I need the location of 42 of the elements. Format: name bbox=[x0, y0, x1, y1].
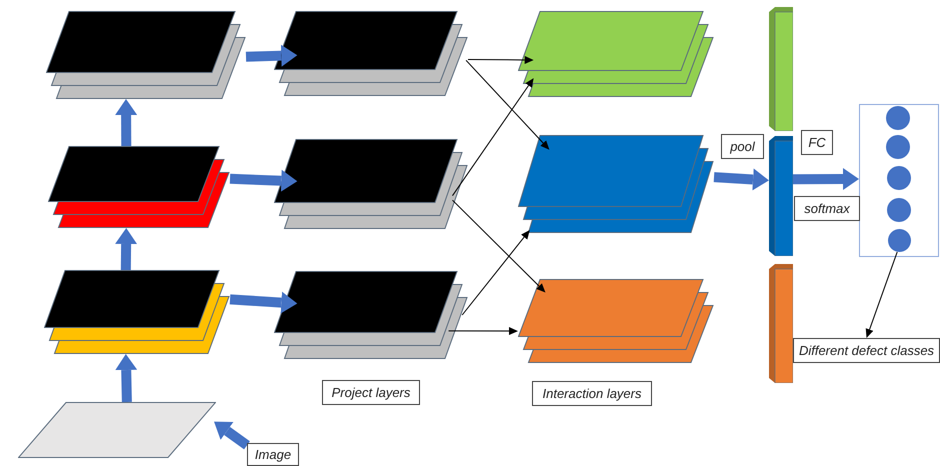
output-neuron bbox=[886, 135, 910, 159]
arrow bbox=[448, 327, 518, 336]
feature-map-stack bbox=[518, 279, 714, 363]
feature-map-stack bbox=[274, 11, 468, 96]
feature-map-stack bbox=[46, 11, 246, 99]
feature-vector-bar bbox=[769, 136, 793, 256]
boxed-label: Different defect classes bbox=[793, 338, 940, 363]
feature-vector-bar bbox=[769, 264, 793, 383]
boxed-label: Interaction layers bbox=[532, 381, 652, 406]
input-image-plane bbox=[18, 402, 216, 458]
output-neuron bbox=[886, 106, 910, 130]
feature-map-stack bbox=[274, 271, 468, 359]
arrow bbox=[468, 56, 534, 64]
output-layer-box bbox=[859, 104, 939, 257]
arrow bbox=[462, 230, 530, 316]
output-neuron bbox=[888, 229, 911, 252]
boxed-label: Project layers bbox=[322, 380, 420, 405]
feature-map-stack bbox=[518, 135, 714, 233]
boxed-label: softmax bbox=[794, 196, 860, 221]
output-neuron bbox=[887, 166, 911, 190]
block-arrow bbox=[714, 168, 769, 190]
feature-map-stack bbox=[518, 11, 714, 97]
arrow bbox=[452, 200, 546, 292]
output-neuron bbox=[887, 198, 911, 222]
block-arrow bbox=[230, 292, 298, 314]
boxed-label: FC bbox=[801, 130, 833, 155]
block-arrow bbox=[214, 422, 250, 450]
leader-line bbox=[866, 252, 898, 338]
boxed-label: Image bbox=[247, 443, 299, 466]
boxed-label: pool bbox=[721, 134, 764, 159]
block-arrow bbox=[792, 168, 859, 190]
block-arrow bbox=[230, 170, 298, 192]
arrow bbox=[466, 60, 550, 150]
feature-map-stack bbox=[48, 146, 230, 228]
block-arrow bbox=[115, 99, 138, 146]
arrow bbox=[452, 78, 534, 196]
feature-vector-bar bbox=[769, 7, 793, 131]
block-arrow bbox=[115, 228, 138, 270]
feature-map-stack bbox=[274, 139, 468, 229]
feature-map-stack bbox=[44, 270, 230, 354]
block-arrow bbox=[115, 354, 138, 402]
block-arrow bbox=[246, 44, 298, 67]
